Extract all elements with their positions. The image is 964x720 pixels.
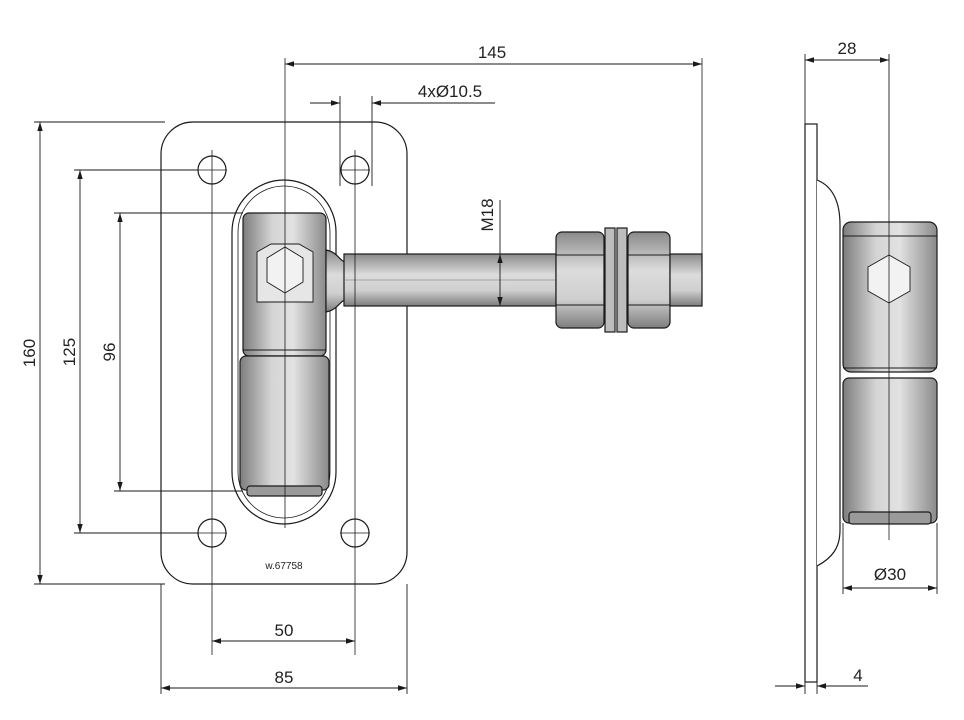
hinge-boss-inner (237, 185, 331, 519)
side-lower-barrel (842, 377, 938, 525)
dim-hole-spacing-horizontal: 50 (275, 621, 294, 640)
lower-barrel (239, 355, 330, 497)
dim-plate-thickness: 4 (853, 666, 862, 685)
nut-2 (627, 231, 671, 329)
side-upper-barrel (842, 221, 938, 373)
plate-marking: w.67758 (264, 561, 303, 572)
dim-hole-spec: 4xØ10.5 (418, 82, 482, 101)
nut-1 (555, 231, 605, 329)
dim-plate-width: 85 (275, 668, 294, 687)
dim-overall-length: 145 (478, 43, 506, 62)
side-view (804, 123, 938, 683)
washer-2 (616, 227, 628, 333)
side-plate (804, 123, 818, 683)
washer-1 (604, 227, 616, 333)
front-view (160, 121, 703, 585)
dim-slot-length: 96 (100, 343, 119, 362)
rod-end (669, 253, 703, 307)
dim-barrel-diameter: Ø30 (874, 565, 906, 584)
hinge-boss-outline (231, 179, 337, 525)
dim-thread: M18 (478, 198, 497, 231)
dim-hole-spacing-vertical: 125 (60, 338, 79, 366)
side-boss (816, 179, 841, 567)
dim-plate-height: 160 (20, 339, 39, 367)
dimension-lines-side (775, 54, 938, 694)
dimension-lines-front (34, 61, 702, 694)
upper-barrel (242, 212, 327, 357)
centre-lines-front (197, 58, 703, 655)
dim-side-depth: 28 (838, 39, 857, 58)
